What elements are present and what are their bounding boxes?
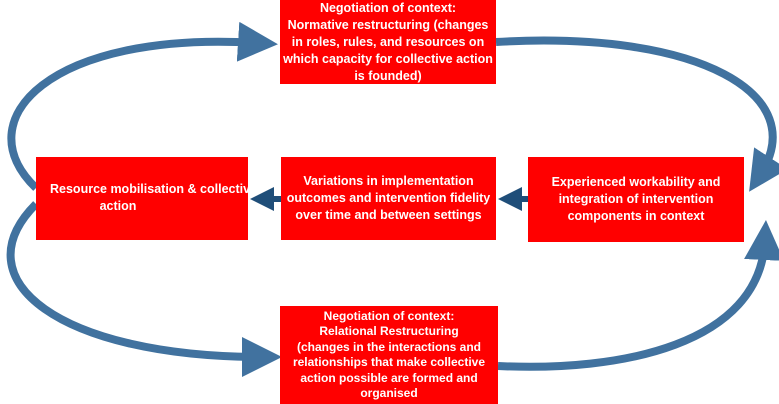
box-line: Experienced workability and xyxy=(551,175,721,189)
box-line: Relational Restructuring xyxy=(319,324,459,338)
normative-restructuring-box: Negotiation of context: Normative restru… xyxy=(280,0,496,84)
arrow-left-to-bottom xyxy=(6,201,282,377)
box-line: over time and between settings xyxy=(295,208,482,222)
box-line: outcomes and intervention fidelity xyxy=(286,191,491,205)
experienced-workability-box: Experienced workability and integration … xyxy=(528,157,744,242)
relational-restructuring-box: Negotiation of context: Relational Restr… xyxy=(280,306,498,404)
implementation-variations-box: Variations in implementation outcomes an… xyxy=(281,157,496,240)
box-line: which capacity for collective action xyxy=(283,51,493,66)
box-line: action xyxy=(99,199,137,213)
box-line: relationships that make collective xyxy=(292,355,486,369)
box-line: components in context xyxy=(567,209,705,223)
box-line: (changes in the interactions and xyxy=(296,339,482,354)
box-line: in roles, rules, and resources on xyxy=(291,34,485,49)
box-line: organised xyxy=(360,386,418,400)
box-line: action possible are formed and xyxy=(300,370,478,385)
arrow-top-to-right xyxy=(495,36,779,192)
box-line: Negotiation of context: xyxy=(319,0,457,15)
resource-mobilisation-box: Resource mobilisation & collective actio… xyxy=(36,157,257,240)
arrow-bottom-to-right xyxy=(497,220,779,371)
box-line: integration of intervention xyxy=(558,192,714,206)
box-line: is founded) xyxy=(354,68,422,83)
arrow-left-to-top xyxy=(7,21,278,191)
box-line: Resource mobilisation & collective xyxy=(50,182,258,196)
box-line: Normative restructuring (changes xyxy=(287,17,489,32)
box-line: Variations in implementation xyxy=(303,174,474,188)
box-line: Negotiation of context: xyxy=(323,308,455,323)
